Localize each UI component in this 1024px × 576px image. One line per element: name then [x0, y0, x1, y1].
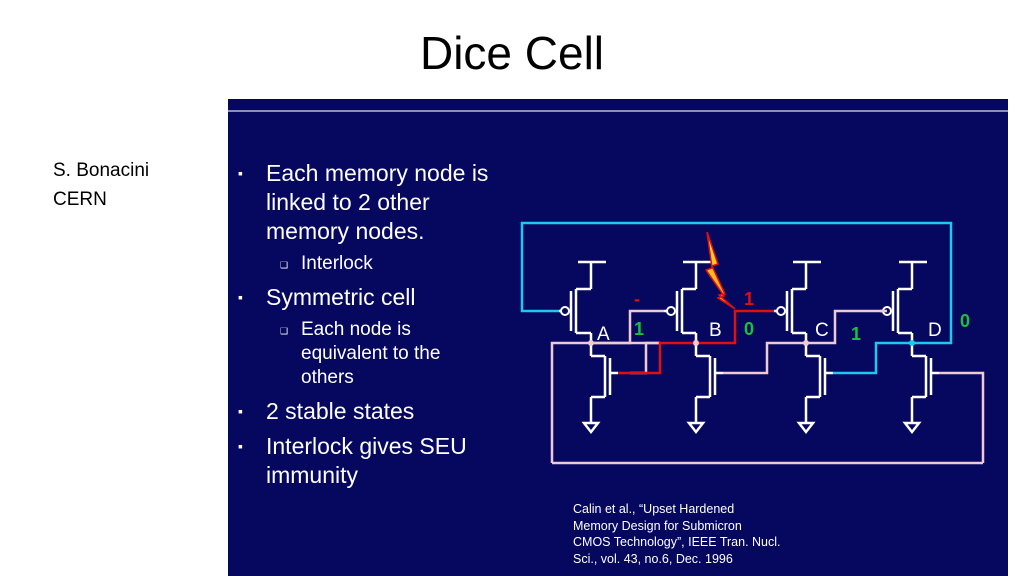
author-org: CERN [53, 189, 107, 210]
node-dots [588, 340, 915, 346]
citation-line-2: Memory Design for Submicron [573, 518, 742, 533]
lightning-bolt-icon [704, 231, 736, 310]
value-red-1: 1 [744, 289, 754, 309]
nmos-transistor-1 [581, 343, 618, 435]
subbullet-interlock: Interlock [234, 252, 494, 277]
bullet-linked-nodes: Each memory node is linked to 2 other me… [234, 159, 494, 246]
value-green-0-d: 0 [960, 311, 970, 331]
citation-line-4: Sci., vol. 43, no.6, Dec. 1996 [573, 551, 733, 566]
content-panel: Each memory node is linked to 2 other me… [228, 99, 1008, 576]
node-label-c: C [815, 320, 829, 341]
pmos-transistor-2 [664, 260, 711, 343]
node-label-b: B [709, 320, 722, 341]
value-green-0-b: 0 [744, 319, 754, 339]
value-green-1-c: 1 [851, 324, 861, 344]
dice-circuit-diagram: A B C D - 1 1 0 1 0 [520, 221, 985, 465]
red-wiring [618, 309, 774, 375]
panel-top-bar [228, 99, 1008, 112]
logic-value-group: - 1 1 0 1 0 [634, 289, 970, 344]
citation: Calin et al., “Upset Hardened Memory Des… [573, 501, 781, 567]
author-name: S. Bonacini [53, 160, 150, 181]
bullet-stable-states: 2 stable states [234, 397, 494, 426]
nmos-transistor-4 [902, 343, 939, 435]
citation-line-1: Calin et al., “Upset Hardened [573, 502, 735, 516]
value-dash: - [634, 289, 640, 309]
bullet-list: Each memory node is linked to 2 other me… [234, 159, 494, 496]
node-label-a: A [597, 324, 610, 345]
citation-line-3: CMOS Technology”, IEEE Tran. Nucl. [573, 535, 781, 549]
slide-title: Dice Cell [419, 27, 605, 79]
cyan-wiring [520, 221, 953, 375]
node-label-group: A B C D [597, 320, 942, 345]
bullet-seu-immunity: Interlock gives SEU immunity [234, 432, 494, 490]
author-block: S. Bonacini CERN [53, 156, 149, 214]
subbullet-equivalent: Each node is equivalent to the others [234, 318, 494, 390]
nmos-transistor-3 [796, 343, 833, 435]
pink-wiring [550, 309, 985, 465]
bullet-symmetric: Symmetric cell [234, 283, 494, 312]
nmos-transistor-2 [686, 343, 723, 435]
value-green-1-a: 1 [634, 319, 644, 339]
pmos-transistor-1 [559, 260, 606, 343]
node-label-d: D [928, 320, 942, 341]
pmos-transistor-4 [880, 260, 927, 343]
pmos-transistor-3 [774, 260, 821, 343]
transistor-grid [559, 260, 939, 435]
